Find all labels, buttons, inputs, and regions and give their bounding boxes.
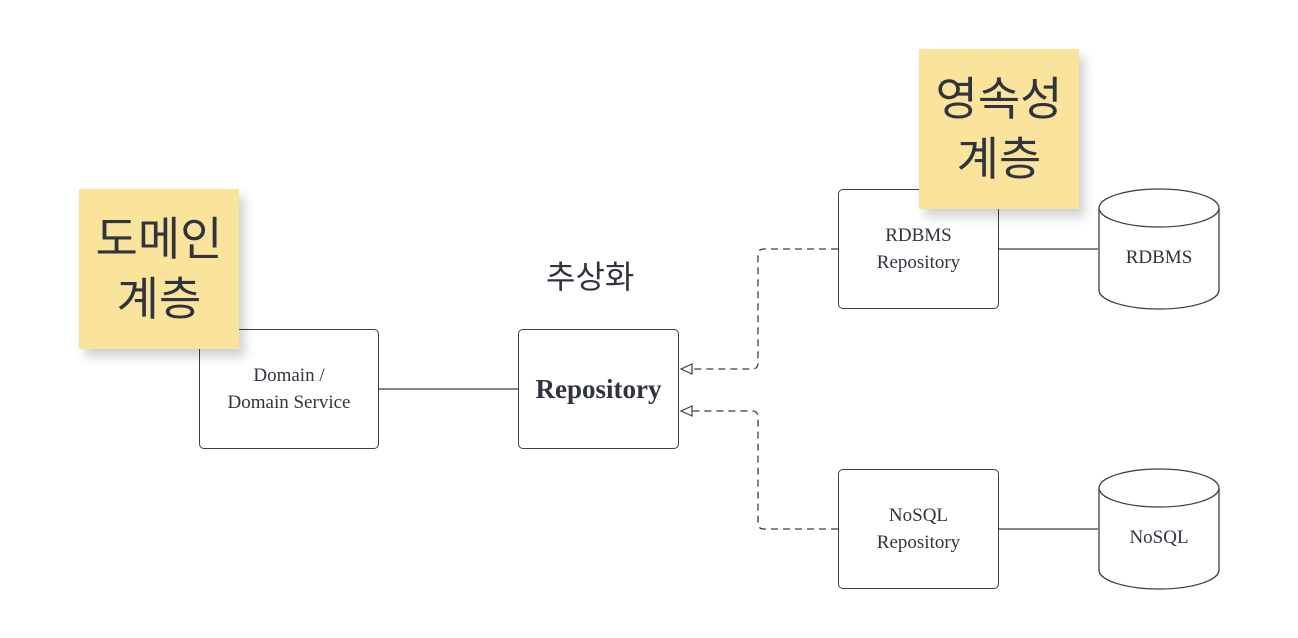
domain-service-label: Domain / Domain Service <box>227 365 351 413</box>
repository-label: Repository <box>535 373 662 404</box>
rdbms-database-label: RDBMS <box>1125 247 1193 268</box>
rdbms-database-node[interactable]: RDBMS <box>1098 188 1220 310</box>
edge-nosql-repository-implements <box>679 405 838 530</box>
domain-service-node[interactable]: Domain / Domain Service <box>199 329 379 449</box>
database-cylinder-icon <box>1098 468 1220 590</box>
edge-rdbms-repository-implements <box>679 248 838 375</box>
repository-interface-node[interactable]: Repository <box>518 329 679 449</box>
nosql-repository-label: NoSQL Repository <box>876 505 961 553</box>
persistence-layer-note[interactable]: 영속성 계층 <box>919 49 1079 209</box>
abstraction-label: 추상화 <box>546 258 635 296</box>
database-cylinder-icon <box>1098 188 1220 310</box>
rdbms-repository-label: RDBMS Repository <box>876 225 961 273</box>
domain-layer-note[interactable]: 도메인 계층 <box>79 189 239 349</box>
rdbms-repository-node[interactable]: RDBMS Repository <box>838 189 999 309</box>
nosql-repository-node[interactable]: NoSQL Repository <box>838 469 999 589</box>
nosql-database-node[interactable]: NoSQL <box>1098 468 1220 590</box>
nosql-database-label: NoSQL <box>1129 527 1189 548</box>
